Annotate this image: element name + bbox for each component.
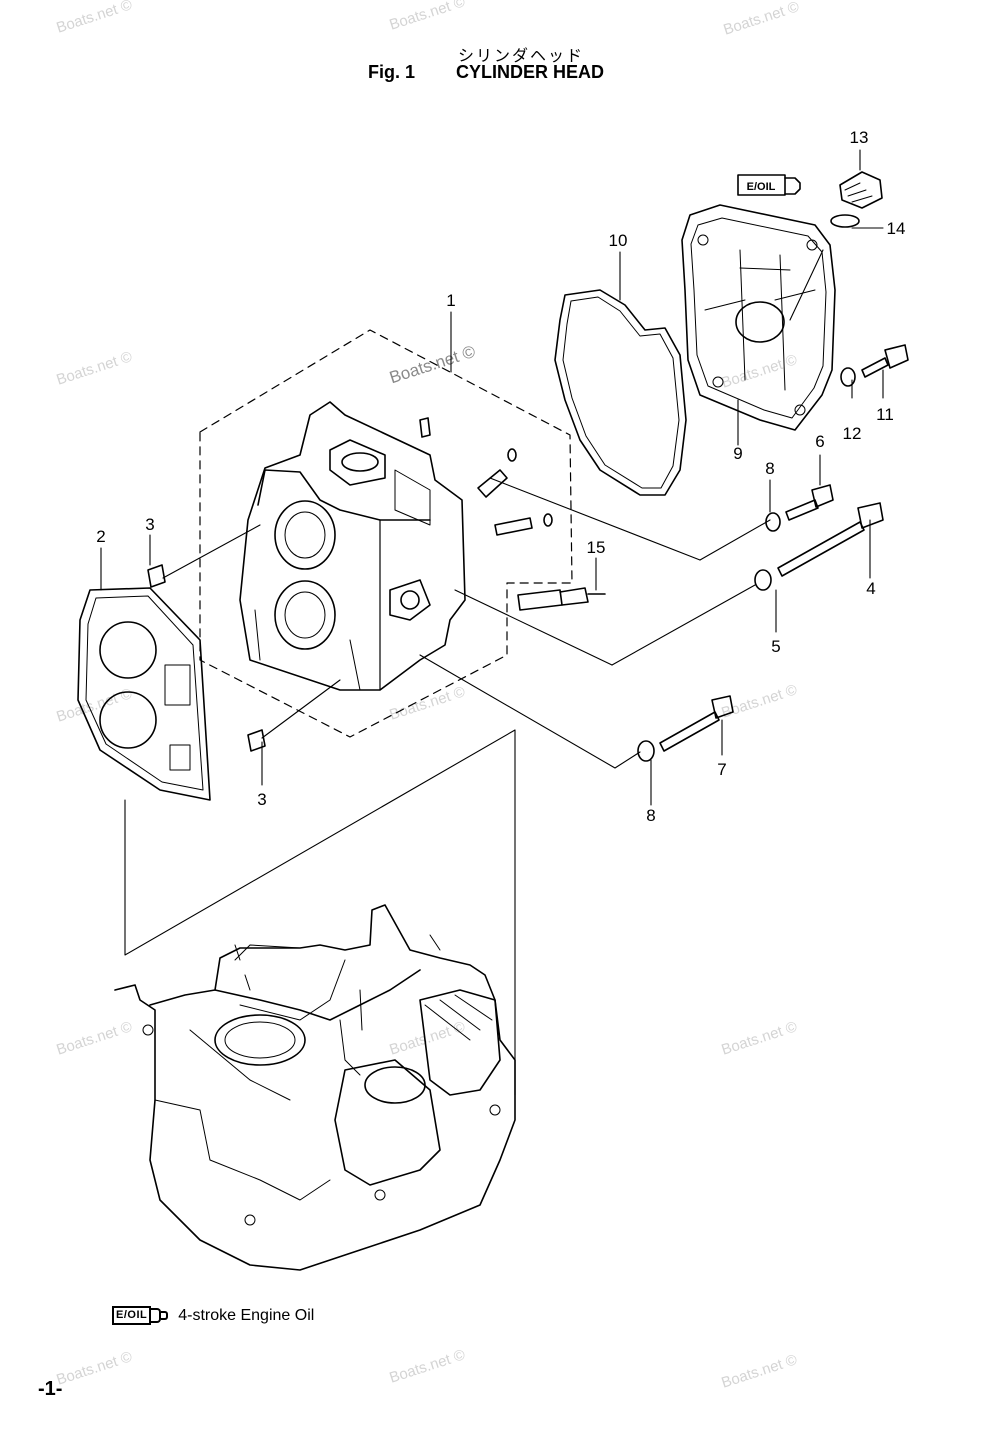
bolt	[785, 484, 834, 521]
valve-guide	[477, 448, 517, 498]
leader-line	[162, 524, 261, 579]
alignment-line	[124, 729, 516, 1096]
long-bolt	[777, 502, 884, 577]
oil-tube-graphic	[737, 174, 801, 196]
oil-filler-cap	[839, 171, 883, 209]
callout-8: 8	[646, 806, 655, 825]
callout-6: 6	[815, 432, 824, 451]
head-cover-gasket	[554, 289, 687, 496]
leader-line	[699, 519, 771, 561]
washer	[765, 512, 781, 532]
assembly-dashed-outline	[199, 329, 573, 738]
page-number: -1-	[38, 1378, 63, 1400]
callout-1: 1	[446, 291, 455, 310]
callout-4: 4	[866, 579, 875, 598]
washer	[754, 569, 772, 591]
bolt	[861, 344, 909, 378]
dowel-pin	[247, 729, 266, 752]
cylinder-block	[114, 904, 516, 1271]
leader-line	[611, 584, 756, 666]
tube-label: E/OIL	[747, 181, 776, 193]
callout-7: 7	[717, 760, 726, 779]
leader-line	[789, 249, 824, 321]
callout-10: 10	[609, 231, 628, 250]
bolt	[659, 695, 734, 752]
legend-text: 4-stroke Engine Oil	[178, 1306, 315, 1324]
callout-8: 8	[765, 459, 774, 478]
head-gasket	[77, 587, 211, 801]
legend-symbol: E/OIL	[112, 1306, 152, 1325]
legend: E/OIL 4-stroke Engine Oil	[112, 1306, 314, 1325]
washer	[637, 740, 655, 762]
washer	[840, 367, 856, 387]
leader-line	[454, 589, 613, 666]
callout-12: 12	[843, 424, 862, 443]
callout-2: 2	[96, 527, 105, 546]
title-japanese: シリンダヘッド	[458, 46, 585, 65]
callout-3: 3	[257, 790, 266, 809]
valve-guide	[494, 513, 553, 536]
callout-11: 11	[876, 405, 894, 424]
leader-line	[489, 477, 701, 561]
spark-plug	[517, 587, 606, 611]
callout-15: 15	[587, 538, 606, 557]
dowel-pin	[147, 564, 166, 588]
cylinder-head-cover	[681, 204, 836, 431]
callout-14: 14	[887, 219, 906, 238]
engine-oil-tube-icon: E/OIL	[112, 1306, 169, 1325]
o-ring	[830, 214, 860, 228]
cylinder-head	[239, 401, 466, 691]
callout-9: 9	[733, 444, 742, 463]
callout-5: 5	[771, 637, 780, 656]
page-title: CYLINDER HEAD	[456, 62, 605, 82]
leader-line	[261, 679, 341, 739]
leader-line	[419, 654, 641, 769]
callout-3: 3	[145, 515, 154, 534]
callout-13: 13	[850, 128, 869, 147]
figure-label: Fig. 1	[368, 62, 416, 82]
